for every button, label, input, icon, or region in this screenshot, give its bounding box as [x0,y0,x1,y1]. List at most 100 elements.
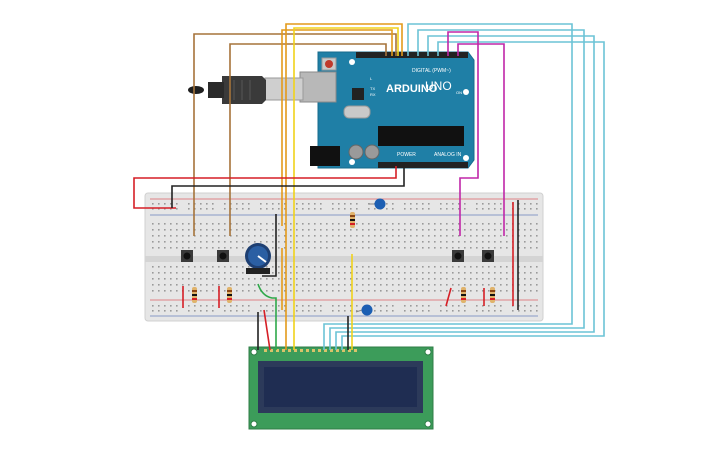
breadboard-hole [530,223,532,225]
breadboard-hole [188,310,190,312]
breadboard-hole [500,310,502,312]
breadboard-hole [446,284,448,286]
breadboard-hole [320,241,322,243]
breadboard-hole [380,229,382,231]
breadboard-hole [152,284,154,286]
breadboard-hole [452,278,454,280]
breadboard-hole [458,290,460,292]
breadboard-hole [152,203,154,205]
breadboard-hole [476,310,478,312]
breadboard-hole [488,305,490,307]
breadboard-hole [476,208,478,210]
breadboard-hole [446,223,448,225]
breadboard-hole [224,223,226,225]
breadboard-hole [440,284,442,286]
breadboard-hole [248,290,250,292]
resistor-4 [490,287,495,303]
breadboard-hole [248,235,250,237]
potentiometer[interactable] [245,243,271,274]
breadboard-hole [314,229,316,231]
breadboard-hole [326,272,328,274]
breadboard-hole [158,310,160,312]
breadboard-hole [332,241,334,243]
breadboard-hole [344,235,346,237]
breadboard-hole [224,272,226,274]
wire-black-pot [262,214,277,277]
breadboard-hole [278,310,280,312]
breadboard-hole [440,208,442,210]
breadboard-hole [332,223,334,225]
breadboard-hole [506,223,508,225]
breadboard-hole [524,247,526,249]
breadboard-hole [176,290,178,292]
breadboard-hole [434,266,436,268]
breadboard-hole [344,266,346,268]
breadboard-hole [266,235,268,237]
breadboard-hole [374,278,376,280]
breadboard-hole [362,284,364,286]
breadboard-hole [314,305,316,307]
breadboard-hole [182,272,184,274]
breadboard-hole [524,278,526,280]
breadboard-hole [332,278,334,280]
push-button-1[interactable] [181,250,193,262]
breadboard-hole [266,203,268,205]
breadboard-hole [212,203,214,205]
breadboard-hole [200,305,202,307]
atmega-chip [378,126,464,146]
breadboard-hole [260,223,262,225]
breadboard-hole [416,290,418,292]
breadboard-hole [212,284,214,286]
breadboard-hole [170,290,172,292]
push-button-4[interactable] [482,250,494,262]
breadboard-hole [344,203,346,205]
breadboard-hole [332,203,334,205]
breadboard-hole [500,223,502,225]
breadboard-hole [320,272,322,274]
breadboard-hole [206,247,208,249]
breadboard-hole [410,272,412,274]
breadboard-hole [494,278,496,280]
breadboard-hole [476,203,478,205]
breadboard-hole [176,305,178,307]
breadboard-hole [158,290,160,292]
breadboard-hole [308,305,310,307]
push-button-3[interactable] [452,250,464,262]
breadboard-hole [308,247,310,249]
breadboard-hole [422,208,424,210]
breadboard-hole [350,310,352,312]
breadboard-hole [242,208,244,210]
breadboard-hole [236,272,238,274]
breadboard-hole [368,235,370,237]
breadboard-hole [188,272,190,274]
breadboard-hole [500,203,502,205]
breadboard-hole [194,305,196,307]
breadboard-hole [296,278,298,280]
breadboard-hole [530,272,532,274]
breadboard-hole [506,247,508,249]
breadboard-hole [404,247,406,249]
breadboard-hole [416,203,418,205]
breadboard-hole [506,241,508,243]
breadboard-hole [224,229,226,231]
breadboard-hole [152,305,154,307]
breadboard-hole [290,223,292,225]
breadboard-hole [482,235,484,237]
breadboard-hole [536,223,538,225]
breadboard-hole [242,241,244,243]
breadboard-hole [392,266,394,268]
breadboard-hole [248,305,250,307]
push-button-2[interactable] [217,250,229,262]
breadboard-hole [266,284,268,286]
breadboard-hole [428,290,430,292]
breadboard-hole [506,229,508,231]
breadboard-hole [206,203,208,205]
breadboard-hole [410,310,412,312]
breadboard-hole [368,203,370,205]
breadboard-hole [452,241,454,243]
wire-cyan-3 [335,35,595,350]
breadboard-hole [212,208,214,210]
breadboard-hole [404,223,406,225]
breadboard-hole [440,229,442,231]
breadboard-hole [158,203,160,205]
